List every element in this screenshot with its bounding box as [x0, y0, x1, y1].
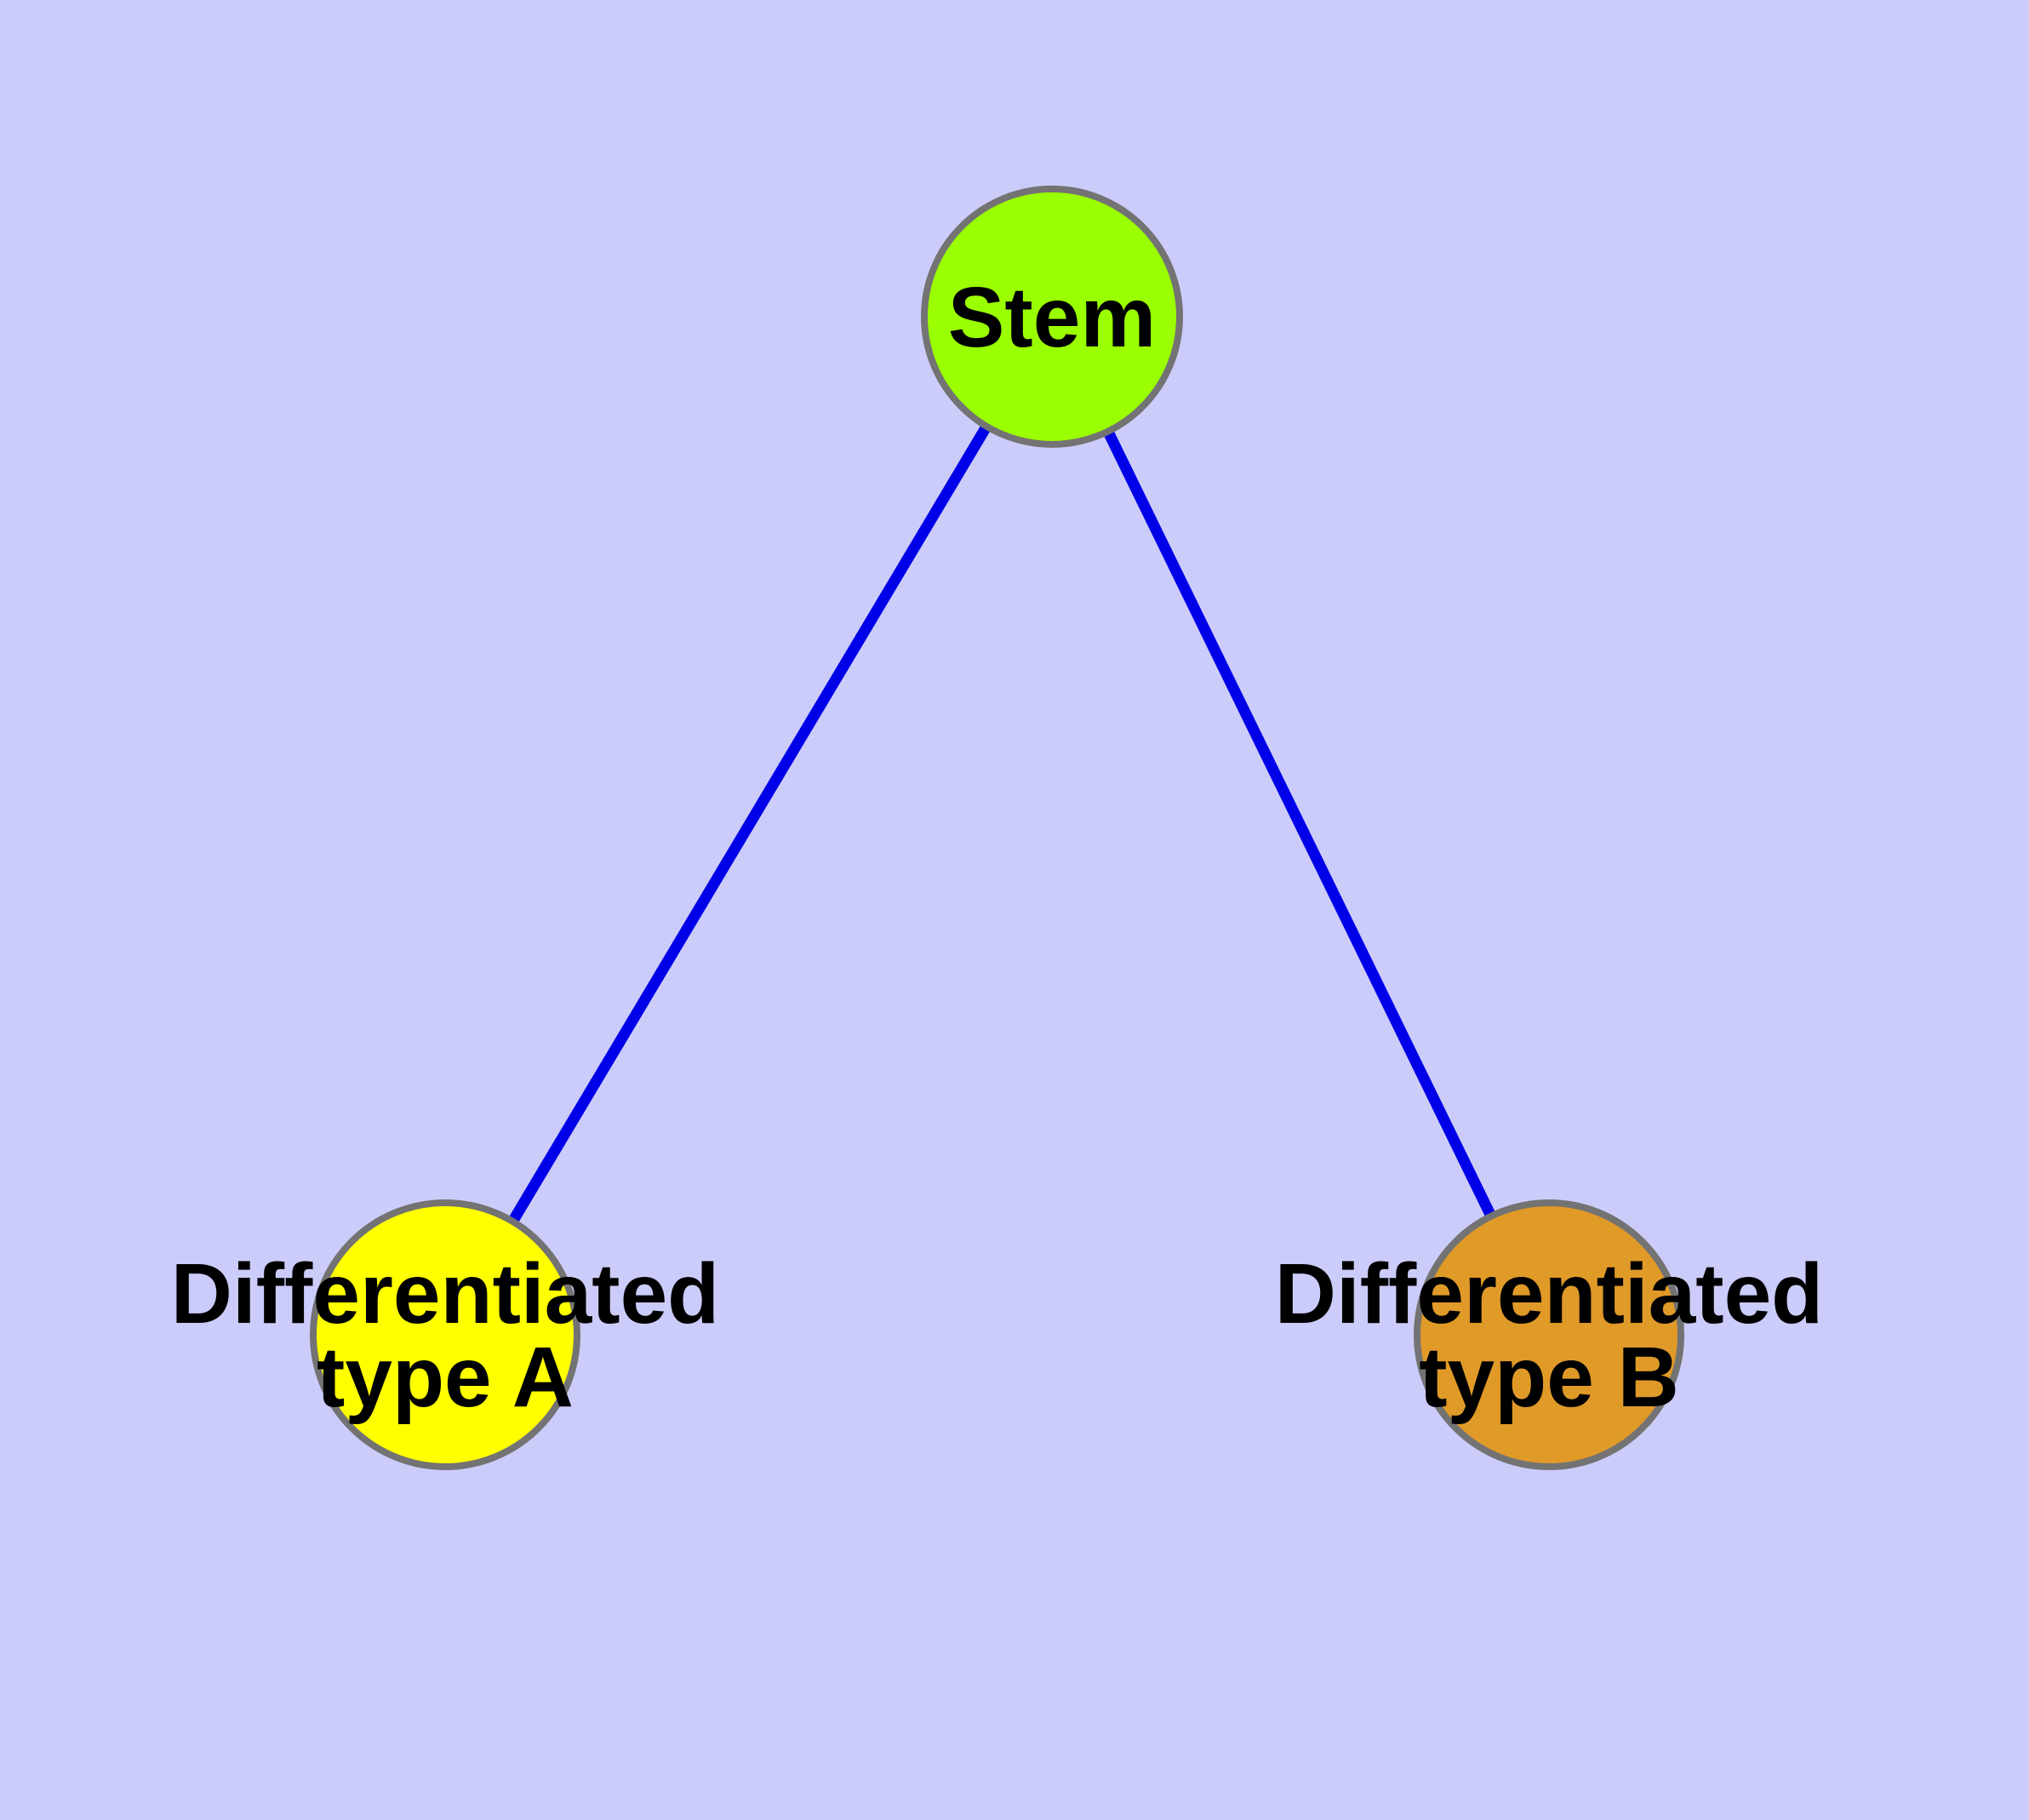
- edge-stem-diff-b[interactable]: [1103, 430, 1495, 1217]
- node-circle-diff_a[interactable]: [310, 1199, 580, 1470]
- edge-stem-diff-a[interactable]: [508, 425, 991, 1223]
- node-label-line: type A: [317, 1330, 574, 1425]
- node-label-line: Differentiated: [171, 1246, 720, 1342]
- node-circle-diff_b[interactable]: [1414, 1199, 1684, 1470]
- node-label-line: Stem: [948, 270, 1157, 365]
- node-label-stem: Stem: [948, 270, 1157, 365]
- node-circle-stem[interactable]: [921, 186, 1183, 448]
- nodes-layer: [310, 186, 1684, 1470]
- node-label-line: type B: [1419, 1330, 1679, 1425]
- node-label-line: Differentiated: [1275, 1246, 1824, 1342]
- edges-layer: [508, 425, 1495, 1223]
